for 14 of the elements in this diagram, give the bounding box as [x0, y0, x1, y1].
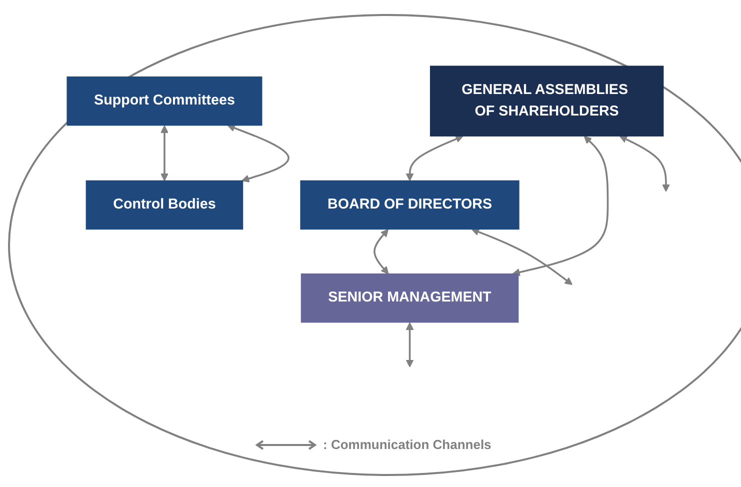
- legend-text: : Communication Channels: [323, 437, 492, 452]
- arrow: [471, 228, 573, 285]
- node-box: Support Committees: [66, 76, 262, 126]
- arrow: [160, 125, 168, 182]
- arrow: [227, 124, 290, 182]
- node-box: SENIOR MANAGEMENT: [300, 273, 519, 323]
- node-box: Control Bodies: [86, 180, 244, 230]
- node-box: BOARD OF DIRECTORS: [300, 180, 520, 230]
- arrow: [619, 136, 670, 192]
- arrow: [512, 136, 609, 276]
- node-box: GENERAL ASSEMBLIES OF SHAREHOLDERS: [430, 66, 664, 136]
- arrow: [406, 135, 464, 182]
- arrow: [406, 322, 414, 368]
- arrow: [374, 229, 389, 274]
